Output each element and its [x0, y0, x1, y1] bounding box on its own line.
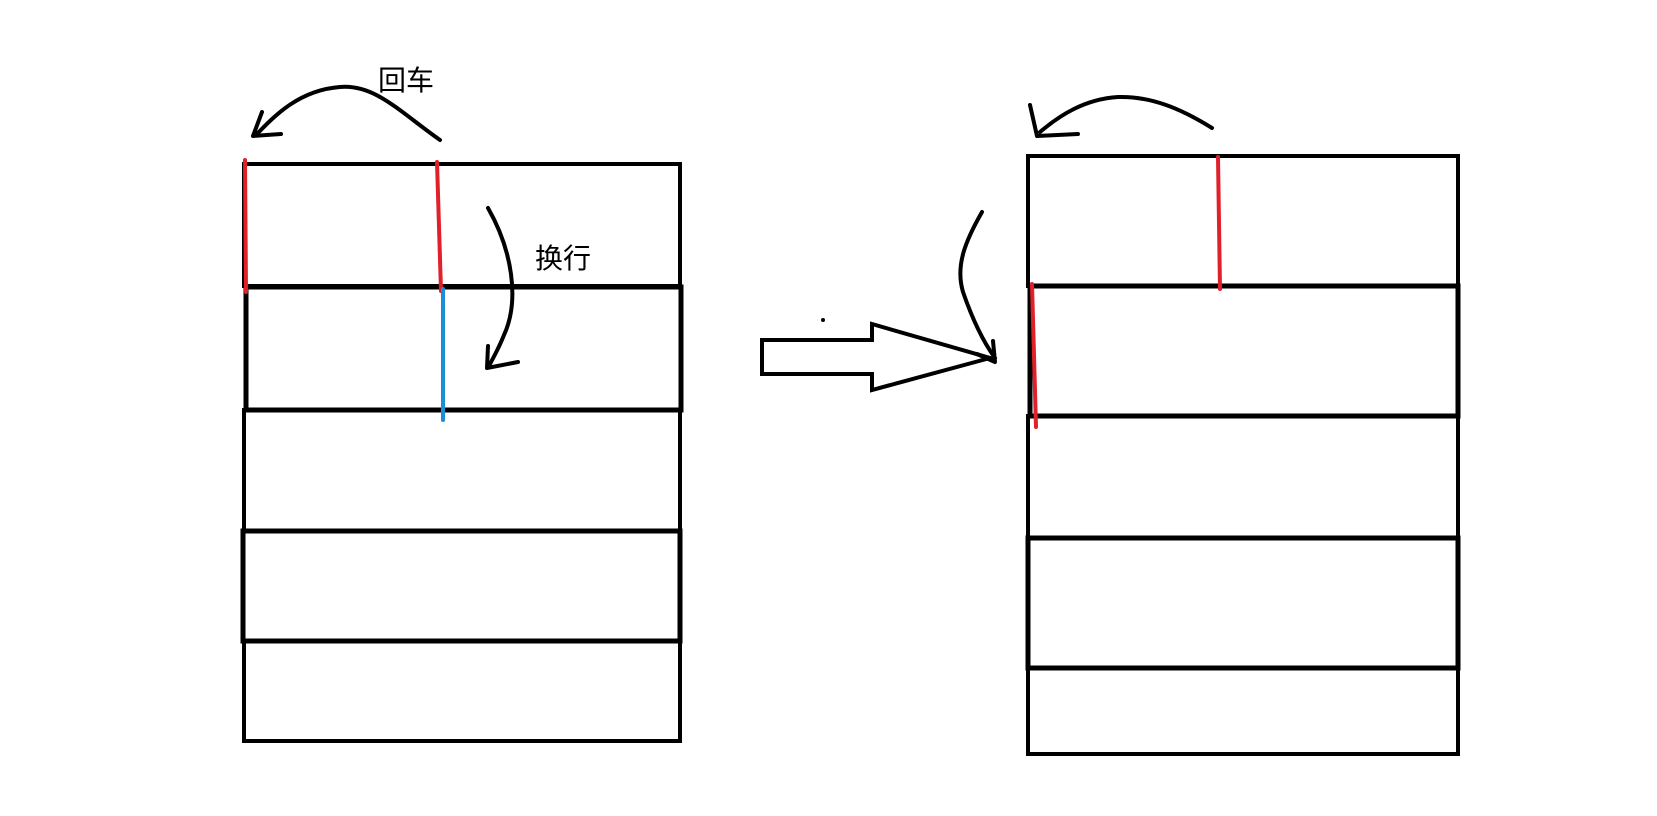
- right-line-2: [1027, 283, 1461, 419]
- left-line-stack: [240, 162, 684, 743]
- right-line-stack: [1025, 154, 1461, 756]
- curved-arrow-icon: [251, 84, 442, 142]
- left-red-cursor-line-start: [243, 158, 248, 294]
- curved-arrow-icon: [485, 206, 520, 370]
- left-red-cursor-middle: [435, 160, 443, 293]
- left-line-5: [242, 639, 682, 743]
- curved-arrow-icon: [1028, 94, 1214, 138]
- line-feed-label: 换行: [535, 242, 591, 275]
- left-line-2: [243, 284, 684, 413]
- carriage-return-label: 回车: [378, 64, 434, 97]
- right-line-3: [1026, 414, 1460, 540]
- right-line-4: [1025, 535, 1461, 671]
- curved-arrow-icon: [958, 210, 997, 364]
- left-line-1: [242, 162, 682, 288]
- left-line-4: [240, 528, 683, 644]
- right-line-1: [1026, 154, 1460, 288]
- right-line-5: [1026, 666, 1460, 756]
- right-red-cursor-previous: [1216, 155, 1222, 291]
- block-arrow-right-icon: [760, 318, 998, 393]
- left-line-3: [242, 408, 682, 533]
- stray-dot: [821, 318, 825, 322]
- right-red-cursor-new-line-start: [1030, 282, 1038, 429]
